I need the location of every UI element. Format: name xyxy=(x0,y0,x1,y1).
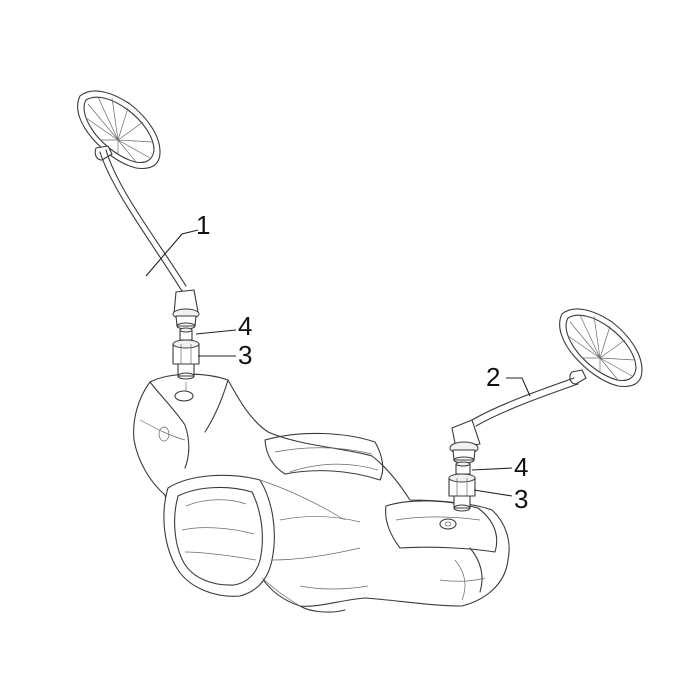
callout-4-right: 4 xyxy=(514,452,528,482)
leader-lines xyxy=(145,229,531,497)
callout-1: 1 xyxy=(196,210,210,240)
leader-4-right xyxy=(471,467,513,471)
nut-left xyxy=(172,339,200,380)
callout-3-left: 3 xyxy=(238,340,252,370)
mirror-right xyxy=(449,308,643,464)
leader-1 xyxy=(145,229,199,277)
mirror-left xyxy=(77,90,200,330)
callout-3-right: 3 xyxy=(514,484,528,514)
leader-3-right xyxy=(473,489,513,497)
handlebar-cover xyxy=(133,373,510,613)
leader-4-left xyxy=(195,329,237,335)
nut-right xyxy=(448,473,476,512)
leader-2 xyxy=(506,377,531,397)
washer-right xyxy=(455,461,471,475)
washer-left xyxy=(179,327,193,341)
callout-2: 2 xyxy=(486,362,500,392)
callout-4-left: 4 xyxy=(238,311,252,341)
